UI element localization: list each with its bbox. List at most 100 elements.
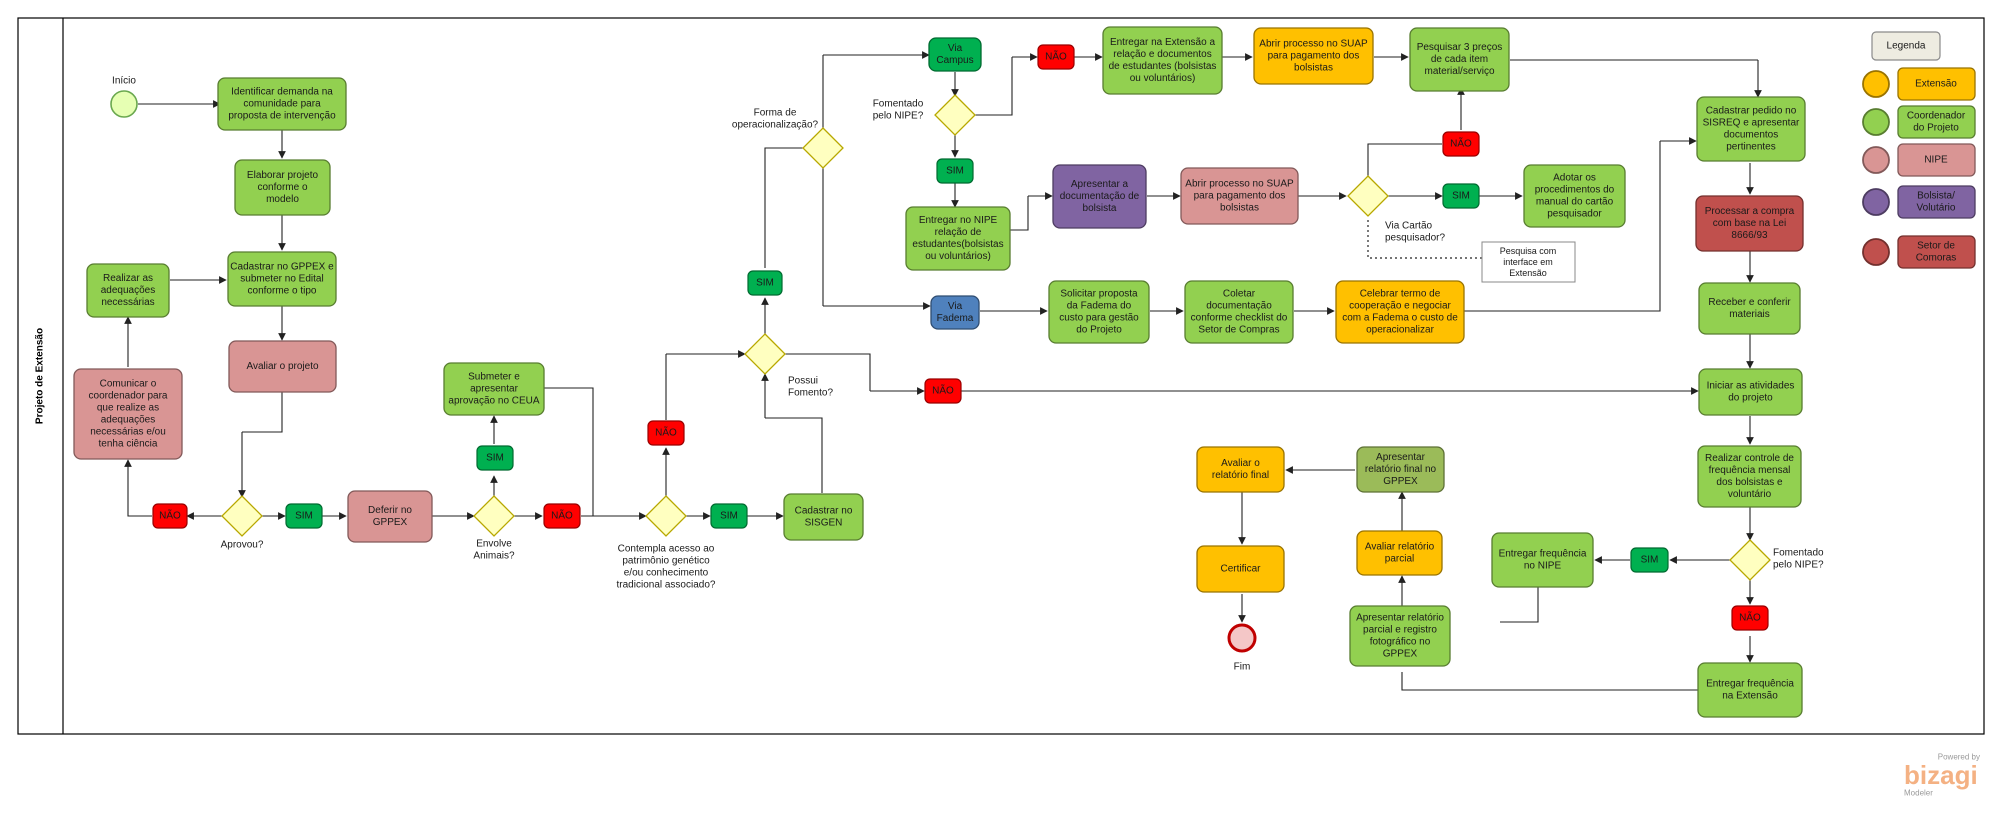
task-entregar-extensao-shape bbox=[1102, 26, 1223, 95]
task-coletar-line: Coletar bbox=[1223, 289, 1256, 300]
task-receber-shape bbox=[1698, 282, 1801, 335]
task-entregar-extensao-line: de estudantes (bolsistas bbox=[1109, 61, 1217, 72]
task-elaborar-shape bbox=[234, 159, 331, 216]
task-abrir-suap-1-line: Abrir processo no SUAP bbox=[1259, 39, 1368, 50]
task-submeter-ceua-line: Submeter e bbox=[468, 372, 520, 383]
legend-swatch bbox=[1862, 70, 1890, 98]
legend-title-text: Legenda bbox=[1887, 41, 1926, 52]
task-pesquisar-precos-line: material/serviço bbox=[1424, 66, 1494, 77]
task-abrir-suap-2-line: Abrir processo no SUAP bbox=[1185, 179, 1294, 190]
task-comunicar-line: Comunicar o bbox=[100, 379, 157, 390]
task-abrir-suap-2-shape bbox=[1180, 167, 1299, 225]
task-comunicar-line: tenha ciência bbox=[99, 439, 158, 450]
task-adotar-line: Adotar os bbox=[1553, 173, 1596, 184]
task-coletar-shape bbox=[1184, 280, 1294, 344]
flag-nao-possui-text: NÃO bbox=[932, 384, 954, 397]
task-certificar-shape bbox=[1196, 545, 1285, 593]
task-cadastrar-sisgen-line: Cadastrar no bbox=[795, 506, 853, 517]
task-cadastrar-sisreq-line: SISREQ e apresentar bbox=[1703, 118, 1800, 129]
legend-item-line: do Projeto bbox=[1913, 123, 1959, 134]
legend-item: Bolsista/Volutário bbox=[1862, 185, 1976, 219]
task-coletar-line: documentação bbox=[1206, 301, 1272, 312]
task-avaliar-final-line: relatório final bbox=[1212, 470, 1269, 481]
task-realizar-adequacoes-line: necessárias bbox=[101, 297, 154, 308]
gateway-envolve-shape bbox=[473, 495, 515, 537]
pool-border bbox=[17, 17, 1985, 735]
task-deferir-line: GPPEX bbox=[373, 517, 408, 528]
watermark-product: Modeler bbox=[1904, 789, 1933, 798]
gateway-fomentado-2-line: pelo NIPE? bbox=[1773, 560, 1824, 571]
flag-sim-contempla-shape bbox=[710, 503, 748, 529]
gateway-envolve-line: Animais? bbox=[473, 551, 515, 562]
legend-item-line: Bolsista/ bbox=[1917, 191, 1955, 202]
gateway-fomentado-1-shape bbox=[934, 94, 976, 136]
legend-item-line: Volutário bbox=[1917, 203, 1956, 214]
flag-sim-contempla-text: SIM bbox=[720, 511, 738, 522]
task-avaliar-projeto-shape bbox=[228, 340, 337, 393]
task-pesquisar-precos-shape bbox=[1409, 27, 1510, 92]
task-comunicar-line: adequações bbox=[101, 415, 156, 426]
flag-sim-envolve-text: SIM bbox=[486, 453, 504, 464]
task-abrir-suap-1-shape bbox=[1253, 27, 1374, 85]
task-comunicar-line: que realize as bbox=[97, 403, 159, 414]
task-identificar-shape bbox=[217, 77, 347, 131]
task-cadastrar-gppex-line: Cadastrar no GPPEX e bbox=[230, 262, 334, 273]
legend-item-box bbox=[1897, 143, 1976, 177]
legend-item: Extensão bbox=[1862, 67, 1976, 101]
task-cadastrar-sisreq-line: documentos bbox=[1724, 130, 1778, 141]
text-annotation-shape bbox=[1481, 241, 1576, 283]
legend-item-line: Coordenador bbox=[1907, 111, 1966, 122]
flag-sim-aprovou-shape bbox=[285, 503, 323, 529]
task-apresentar-doc-line: Apresentar a bbox=[1071, 179, 1129, 190]
task-abrir-suap-2-line: para pagamento dos bbox=[1194, 191, 1286, 202]
task-abrir-suap-1-line: para pagamento dos bbox=[1268, 51, 1360, 62]
task-solicitar-fadema-line: Solicitar proposta bbox=[1060, 289, 1138, 300]
task-adotar-line: procedimentos do bbox=[1535, 185, 1615, 196]
task-cadastrar-gppex-line: conforme o tipo bbox=[248, 286, 317, 297]
task-realizar-adequacoes-line: Realizar as bbox=[103, 273, 153, 284]
task-comunicar-line: coordenador para bbox=[89, 391, 168, 402]
task-coletar-line: Setor de Compras bbox=[1198, 325, 1279, 336]
legend-item-line: NIPE bbox=[1924, 155, 1948, 166]
task-via-campus-line: Via bbox=[948, 43, 963, 54]
gateway-forma-shape bbox=[802, 127, 844, 169]
task-entregar-nipe-line: relação de bbox=[935, 227, 982, 238]
flag-nao-fomentado2-shape bbox=[1731, 605, 1769, 631]
task-celebrar-line: Celebrar termo de bbox=[1360, 289, 1441, 300]
task-processar-compra-line: 8666/93 bbox=[1731, 230, 1768, 241]
task-cadastrar-sisreq-shape bbox=[1696, 96, 1806, 162]
task-solicitar-fadema-shape bbox=[1048, 280, 1150, 344]
task-elaborar-line: modelo bbox=[266, 194, 299, 205]
flag-sim-fomentado-shape bbox=[936, 158, 974, 184]
gateway-contempla-line: tradicional associado? bbox=[617, 580, 716, 591]
gateway-contempla-line: patrimônio genético bbox=[622, 556, 710, 567]
flow-celebrar-sisreq bbox=[1464, 141, 1661, 312]
task-celebrar-line: cooperação e negociar bbox=[1349, 301, 1451, 312]
task-submeter-ceua-line: aprovação no CEUA bbox=[448, 396, 539, 407]
task-apresentar-doc-line: documentação de bbox=[1060, 191, 1140, 202]
flag-nao-envolve-shape bbox=[543, 503, 581, 529]
flag-nao-aprovou-shape bbox=[152, 503, 188, 529]
flag-sim-cartao: SIM bbox=[1442, 183, 1480, 209]
task-entregar-nipe-line: ou voluntários) bbox=[925, 251, 991, 262]
start-event-shape bbox=[110, 90, 138, 118]
task-abrir-suap-1-line: bolsistas bbox=[1294, 63, 1333, 74]
legend-swatch bbox=[1862, 188, 1890, 216]
legend-title-shape bbox=[1871, 31, 1941, 61]
sequence-flows bbox=[124, 51, 1762, 691]
